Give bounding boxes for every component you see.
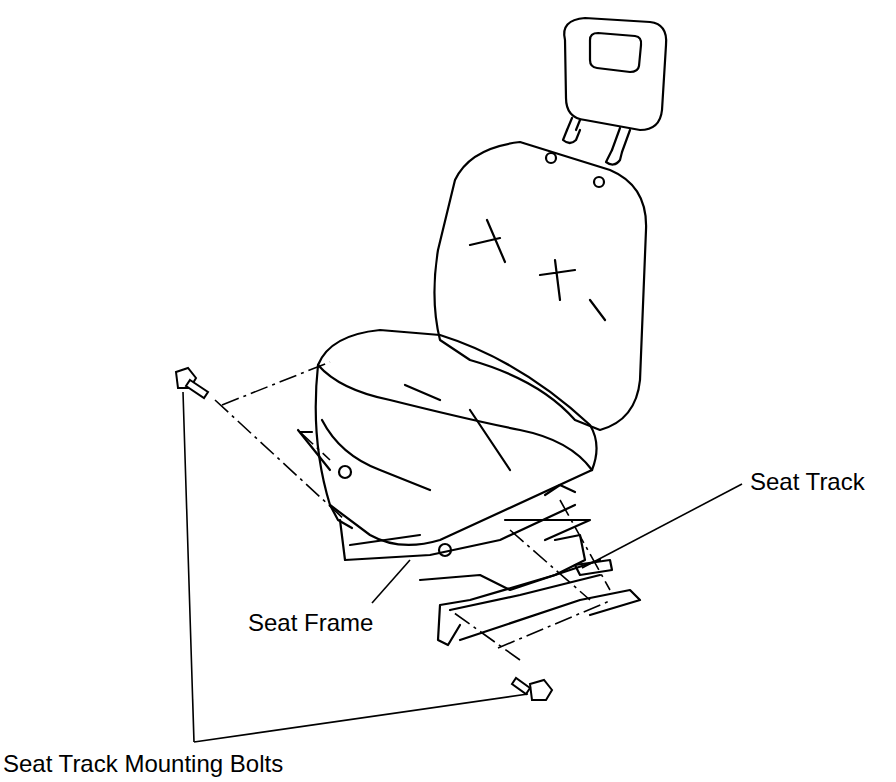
part-label: Seat Track [750,468,865,496]
part-label: Seat Frame [248,609,373,637]
part-label: Seat Track Mounting Bolts [3,750,283,778]
